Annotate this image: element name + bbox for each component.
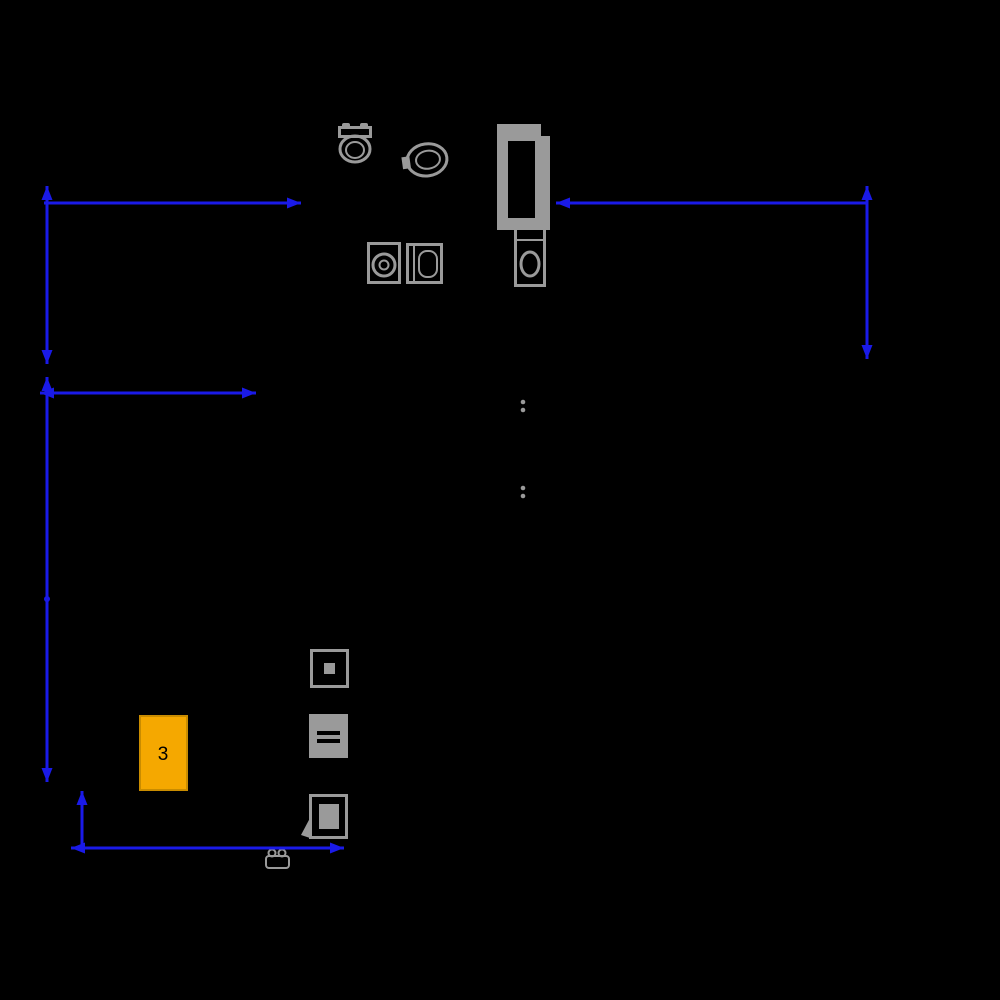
dimension-arrowhead: [861, 345, 873, 359]
room-label-text: 3: [158, 744, 169, 765]
toilet-bowl-inner: [345, 141, 365, 159]
dishwasher-body: [406, 243, 443, 284]
washing-machine-icon[interactable]: [367, 242, 401, 284]
water-heater-icon[interactable]: [301, 794, 348, 839]
dimension-arrowhead: [242, 387, 256, 399]
dimension-arrowhead: [287, 197, 301, 209]
bathtub-basin: [508, 141, 535, 218]
water-heater-body: [309, 794, 348, 839]
toilet2-icon[interactable]: [514, 226, 546, 287]
dot: [520, 399, 526, 405]
dimension-arrowhead: [330, 842, 344, 854]
washer-drum: [371, 252, 397, 278]
dimension-layer: [40, 186, 873, 854]
toilet-bowl: [338, 134, 372, 164]
dimension-arrowhead: [41, 186, 53, 200]
toilet2-outline: [514, 226, 546, 287]
vent-slot: [317, 731, 340, 735]
dimension-marker: [44, 596, 50, 602]
electrical-box-body: [310, 649, 349, 688]
electrical-box-icon[interactable]: [310, 649, 349, 688]
plumbing-dots-icon: [520, 399, 526, 499]
faucet-icon[interactable]: [265, 848, 290, 869]
dishwasher-icon[interactable]: [406, 243, 443, 284]
dimension-arrowhead: [41, 768, 53, 782]
dot: [520, 407, 526, 413]
dimension-arrowhead: [861, 186, 873, 200]
toilet-icon[interactable]: [338, 123, 372, 164]
vent-icon[interactable]: [309, 714, 348, 758]
vent-slot: [317, 739, 340, 743]
faucet-body: [265, 855, 290, 869]
dishwasher-door: [418, 250, 438, 278]
washer-body: [367, 242, 401, 284]
dimension-arrowhead: [71, 842, 85, 854]
dot: [520, 493, 526, 499]
washer-drum-inner: [378, 259, 390, 271]
room-label[interactable]: 3: [139, 715, 188, 791]
dimension-arrowhead: [41, 377, 53, 391]
water-heater-core: [319, 804, 339, 829]
sink-icon[interactable]: [400, 141, 449, 179]
dot: [520, 485, 526, 491]
sink-basin-inner: [415, 149, 441, 170]
dimension-arrowhead: [76, 791, 88, 805]
fixture-layer: [265, 123, 550, 869]
bathtub-icon[interactable]: [497, 124, 550, 230]
dimension-arrowhead: [556, 197, 570, 209]
electrical-box-switch: [324, 663, 335, 674]
sink-basin: [405, 142, 449, 178]
water-heater-flap: [301, 818, 310, 838]
dimension-arrowhead: [41, 350, 53, 364]
toilet2-bowl: [519, 250, 541, 278]
room-label-box[interactable]: [139, 715, 188, 791]
vent-body: [309, 714, 348, 758]
